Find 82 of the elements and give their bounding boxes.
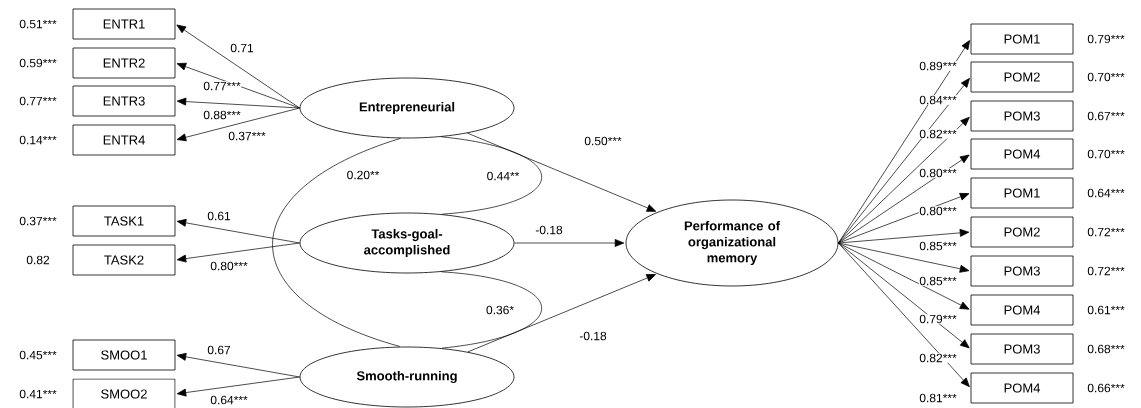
arrow — [176, 97, 300, 109]
indicator-box: SMOO2 — [72, 378, 176, 408]
indicator-box: POM4 — [970, 294, 1074, 326]
edge-label: 0.44** — [486, 171, 520, 181]
error-value: 0.14*** — [19, 135, 57, 145]
indicator-box: SMOO1 — [72, 339, 176, 371]
edge-label: 0.37*** — [227, 131, 267, 141]
covariance-curve — [440, 136, 543, 215]
indicator-box: TASK1 — [72, 205, 176, 237]
edge-label: 0.64*** — [209, 395, 249, 405]
indicator-box: POM2 — [970, 61, 1074, 93]
indicator-box: POM3 — [970, 255, 1074, 287]
arrow — [838, 193, 970, 244]
edge-label: 0.61 — [206, 211, 232, 221]
arrow — [176, 24, 300, 109]
edge-label: 0.89*** — [918, 61, 958, 71]
edge-label: 0.79*** — [918, 314, 958, 324]
error-value: 0.66*** — [1087, 383, 1125, 393]
edge-label: 0.82*** — [918, 353, 958, 363]
error-value: 0.82 — [26, 255, 50, 265]
arrow — [514, 239, 625, 247]
edge-label: 0.80*** — [918, 206, 958, 216]
arrow — [467, 132, 657, 212]
error-value: 0.45*** — [19, 350, 57, 360]
arrow — [176, 242, 300, 263]
indicator-box: ENTR2 — [72, 47, 176, 79]
edge-label: 0.88*** — [202, 110, 242, 120]
arrow — [838, 242, 970, 273]
error-value: 0.37*** — [19, 216, 57, 226]
error-value: 0.79*** — [1087, 34, 1125, 44]
arrow — [176, 376, 300, 397]
indicator-box: POM4 — [970, 372, 1074, 404]
edge-label: -0.18 — [578, 331, 608, 341]
arrow — [838, 242, 970, 310]
edge-label: 0.84*** — [918, 95, 958, 105]
edge-label: 0.80*** — [918, 168, 958, 178]
edge-label: 0.67 — [206, 345, 232, 355]
arrow — [176, 352, 300, 378]
error-value: 0.68*** — [1087, 344, 1125, 354]
arrow — [838, 40, 970, 244]
error-value: 0.72*** — [1087, 266, 1125, 276]
arrow — [176, 62, 300, 109]
edge-label: 0.80*** — [209, 261, 249, 271]
arrow — [467, 274, 656, 353]
indicator-box: ENTR4 — [72, 124, 176, 156]
indicator-box: POM4 — [970, 138, 1074, 170]
error-value: 0.41*** — [19, 389, 57, 399]
edge-label: 0.20** — [346, 170, 380, 180]
indicator-box: POM2 — [970, 216, 1074, 248]
edge-label: 0.71 — [229, 43, 255, 53]
indicator-box: TASK2 — [72, 244, 176, 276]
edge-label: 0.81*** — [918, 393, 958, 403]
indicator-box: ENTR3 — [72, 85, 176, 117]
edge-label: 0.85*** — [918, 276, 958, 286]
indicator-box: ENTR1 — [72, 8, 176, 40]
arrow — [838, 228, 970, 244]
error-value: 0.70*** — [1087, 72, 1125, 82]
error-value: 0.61*** — [1087, 305, 1125, 315]
arrow — [176, 218, 300, 244]
error-value: 0.72*** — [1087, 227, 1125, 237]
covariance-curve — [272, 138, 401, 347]
edge-label: 0.50*** — [583, 136, 623, 146]
edge-label: -0.18 — [534, 225, 564, 235]
arrow — [838, 116, 970, 244]
covariance-curve — [440, 271, 543, 349]
arrow — [838, 242, 970, 388]
error-value: 0.59*** — [19, 58, 57, 68]
edge-label: 0.85*** — [918, 241, 958, 251]
edge-label: 0.36* — [485, 305, 515, 315]
error-value: 0.70*** — [1087, 149, 1125, 159]
error-value: 0.51*** — [19, 19, 57, 29]
arrow — [838, 154, 970, 244]
edge-label: 0.77*** — [202, 81, 242, 91]
error-value: 0.67*** — [1087, 111, 1125, 121]
indicator-box: POM1 — [970, 23, 1074, 55]
error-value: 0.77*** — [19, 96, 57, 106]
indicator-box: POM3 — [970, 100, 1074, 132]
error-value: 0.64*** — [1087, 188, 1125, 198]
indicator-box: POM1 — [970, 177, 1074, 209]
arrow — [176, 107, 300, 142]
indicator-box: POM3 — [970, 333, 1074, 365]
edge-label: 0.82*** — [918, 129, 958, 139]
